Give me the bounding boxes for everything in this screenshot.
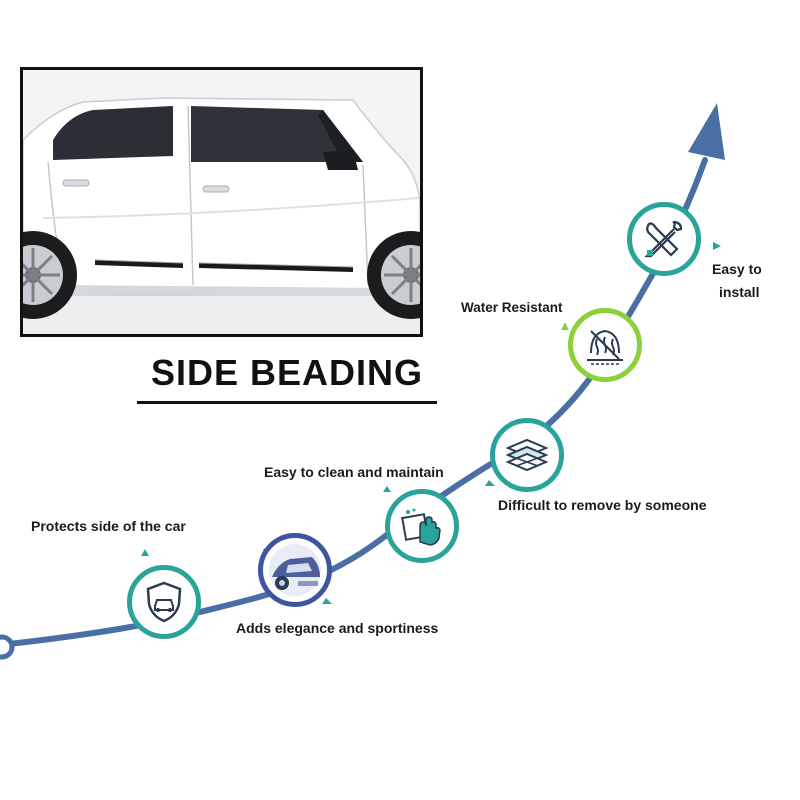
feature-label-elegance: Adds elegance and sportiness bbox=[236, 620, 439, 636]
feature-label-clean: Easy to clean and maintain bbox=[264, 464, 444, 480]
tools-icon bbox=[641, 216, 687, 262]
car-photo bbox=[20, 67, 423, 337]
feature-badge-elegance bbox=[258, 533, 332, 607]
feature-label-install-line2: install bbox=[719, 284, 760, 300]
shield-car-icon bbox=[142, 580, 186, 624]
car-side-icon bbox=[268, 543, 322, 597]
feature-badge-water bbox=[568, 308, 642, 382]
title-underline bbox=[137, 401, 437, 404]
cleaning-hand-icon bbox=[400, 504, 444, 548]
feature-badge-install bbox=[627, 202, 701, 276]
layers-icon bbox=[504, 432, 550, 478]
feature-badge-clean bbox=[385, 489, 459, 563]
feature-badge-protect bbox=[127, 565, 201, 639]
feature-label-protect: Protects side of the car bbox=[31, 518, 186, 534]
feature-label-install-line1: Easy to bbox=[712, 261, 762, 277]
water-resistant-icon bbox=[583, 323, 627, 367]
feature-label-water: Water Resistant bbox=[461, 300, 563, 315]
feature-label-remove: Difficult to remove by someone bbox=[498, 497, 707, 513]
page-title: SIDE BEADING bbox=[150, 352, 424, 393]
feature-badge-remove bbox=[490, 418, 564, 492]
